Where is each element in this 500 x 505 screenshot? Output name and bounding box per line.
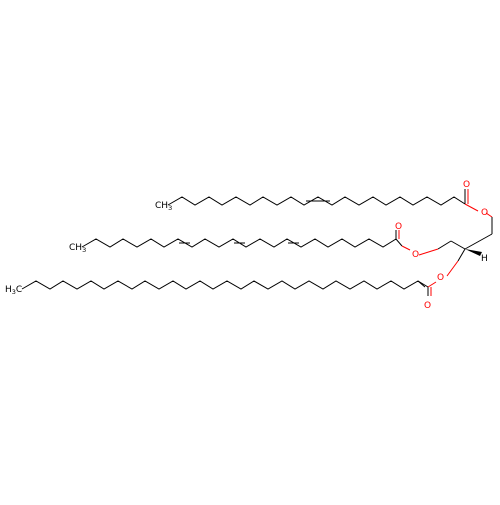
glycerol-backbone xyxy=(418,212,493,277)
ester-oxygen-1: O xyxy=(481,208,488,218)
ester-oxygen-2: O xyxy=(412,250,419,260)
acyl-chain-3 xyxy=(21,280,437,296)
methyl-label-1: CH3 xyxy=(155,201,172,212)
stereo-hydrogen: H xyxy=(481,254,488,264)
carbonyl-oxygen-1: O xyxy=(463,180,470,190)
carbonyl-oxygen-2: O xyxy=(395,222,402,232)
acyl-chain-1 xyxy=(167,189,479,212)
stereo-wedge xyxy=(465,249,482,256)
acyl-chain-2 xyxy=(81,230,411,251)
carbonyl-oxygen-3: O xyxy=(424,301,431,311)
methyl-label-2: CH3 xyxy=(69,243,86,254)
methyl-label-3: H3C xyxy=(5,285,22,296)
ester-oxygen-3: O xyxy=(437,273,444,283)
